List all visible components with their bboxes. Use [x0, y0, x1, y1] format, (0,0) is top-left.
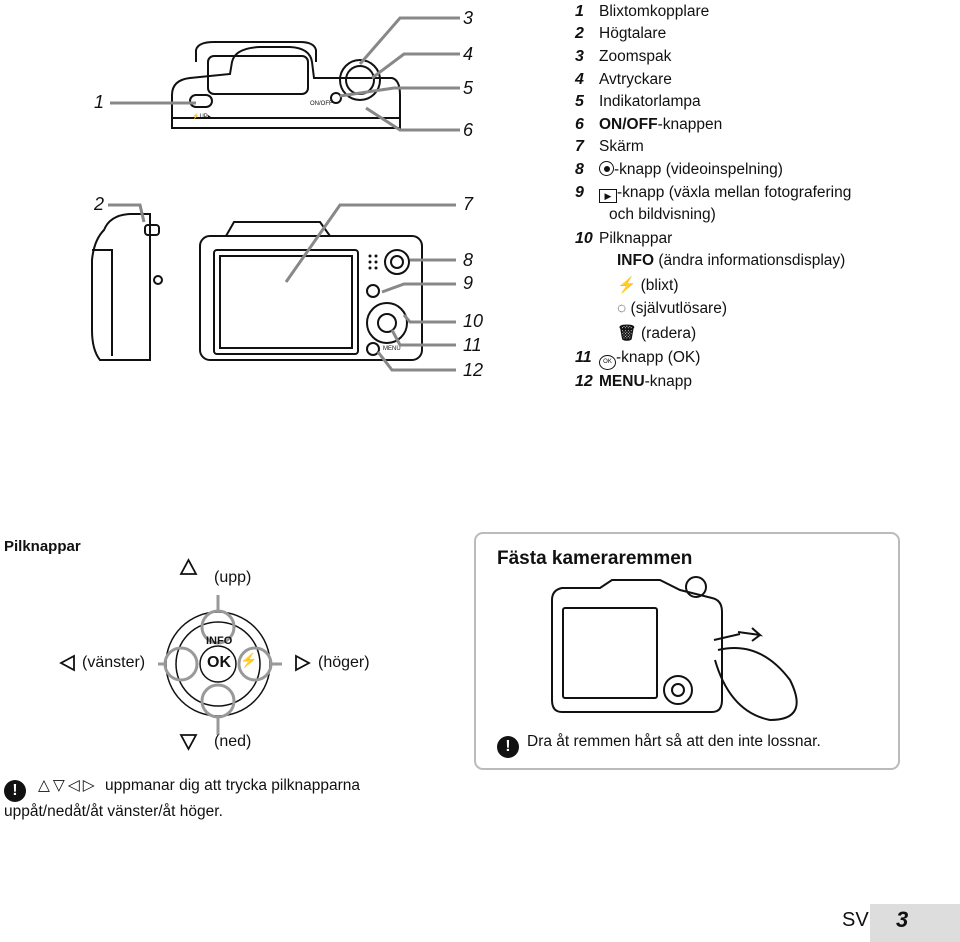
- caution-icon: !: [497, 736, 519, 758]
- strap-note: !Dra åt remmen hårt så att den inte loss…: [497, 733, 821, 758]
- callout-12: 12: [463, 360, 484, 380]
- callout-7: 7: [463, 194, 474, 214]
- callout-3: 3: [463, 8, 474, 28]
- flash-icon: ⚡: [617, 277, 637, 294]
- arrow-sub-timer: ◌ (självutlösare): [617, 300, 728, 317]
- callout-5: 5: [463, 78, 474, 98]
- svg-text:⚡UP▸: ⚡UP▸: [192, 112, 211, 120]
- playback-icon: ▶: [599, 189, 617, 203]
- svg-text:MENU: MENU: [383, 346, 401, 352]
- camera-onoff-mark: ON/OFF: [310, 101, 333, 107]
- label-down: (ned): [214, 733, 252, 750]
- arrow-sub-flash: ⚡ (blixt): [617, 277, 679, 294]
- callout-11: 11: [463, 335, 482, 355]
- pad-flash-icon: ⚡: [240, 652, 258, 668]
- footer-page-number: 3: [896, 907, 909, 932]
- pad-info-label: INFO: [206, 635, 233, 647]
- callout-9: 9: [463, 273, 474, 293]
- callout-6: 6: [463, 120, 474, 140]
- self-timer-icon: ◌: [617, 300, 627, 317]
- trash-icon: 🗑: [617, 325, 637, 342]
- legend-item-9: 9▶-knapp (växla mellan fotografering: [575, 184, 852, 203]
- legend-item-9-cont: och bildvisning): [609, 206, 716, 223]
- movie-icon: [599, 161, 614, 176]
- callout-4: 4: [463, 44, 474, 64]
- callout-8: 8: [463, 250, 474, 270]
- label-up: (upp): [214, 569, 252, 586]
- ok-icon: OK: [599, 355, 616, 370]
- caution-icon: !: [4, 780, 26, 802]
- arrow-symbols: △▽◁▷: [38, 777, 105, 794]
- strap-heading: Fästa kameraremmen: [497, 548, 693, 569]
- callout-2: 2: [94, 194, 105, 214]
- legend-item-8: 8-knapp (videoinspelning): [575, 161, 783, 178]
- footnote: !△▽◁▷ uppmanar dig att trycka pilknappar…: [4, 777, 361, 820]
- callout-10: 10: [463, 311, 484, 331]
- footer-page-box: [870, 904, 960, 942]
- pad-ok-label: OK: [207, 654, 231, 671]
- label-right: (höger): [318, 654, 370, 671]
- arrow-sub-info: INFO (ändra informationsdisplay): [617, 252, 846, 269]
- pilknappar-heading: Pilknappar: [4, 538, 81, 555]
- arrow-sub-trash: 🗑 (radera): [617, 325, 697, 342]
- label-left: (vänster): [82, 654, 146, 671]
- footer-lang: SV: [842, 909, 869, 931]
- callout-1: 1: [94, 92, 105, 112]
